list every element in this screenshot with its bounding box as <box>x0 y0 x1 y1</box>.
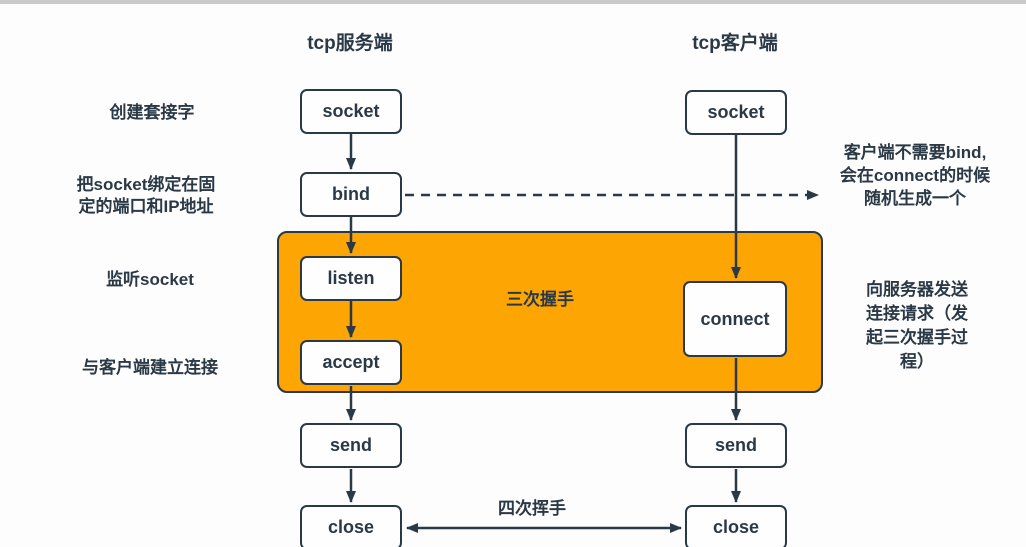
annotation-create-socket: 创建套接字 <box>109 103 195 122</box>
node-client-socket: socket <box>685 90 787 135</box>
node-server-close: close <box>300 505 402 547</box>
node-client-send: send <box>685 423 787 468</box>
annotation-listen-description: 监听socket <box>106 270 194 289</box>
label-three-way-handshake: 三次握手 <box>506 290 574 309</box>
annotation-accept-description: 与客户端建立连接 <box>82 358 218 377</box>
annotation-bind-description: 把socket绑定在固 定的端口和IP地址 <box>76 175 216 216</box>
annotation-client-no-bind: 客户端不需要bind, 会在connect的时候 随机生成一个 <box>839 143 991 208</box>
client-column-header: tcp客户端 <box>692 33 778 54</box>
node-server-accept: accept <box>300 340 402 385</box>
server-column-header: tcp服务端 <box>307 33 393 54</box>
node-client-close: close <box>685 505 787 547</box>
node-client-connect: connect <box>683 281 787 357</box>
label-four-way-handshake: 四次挥手 <box>498 499 566 518</box>
node-server-listen: listen <box>300 256 402 301</box>
node-server-bind: bind <box>300 172 402 217</box>
top-border-strip <box>0 0 1026 4</box>
node-server-send: send <box>300 423 402 468</box>
annotation-connect-description: 向服务器发送 连接请求（发 起三次握手过 程） <box>866 280 968 371</box>
node-server-socket: socket <box>300 89 402 134</box>
